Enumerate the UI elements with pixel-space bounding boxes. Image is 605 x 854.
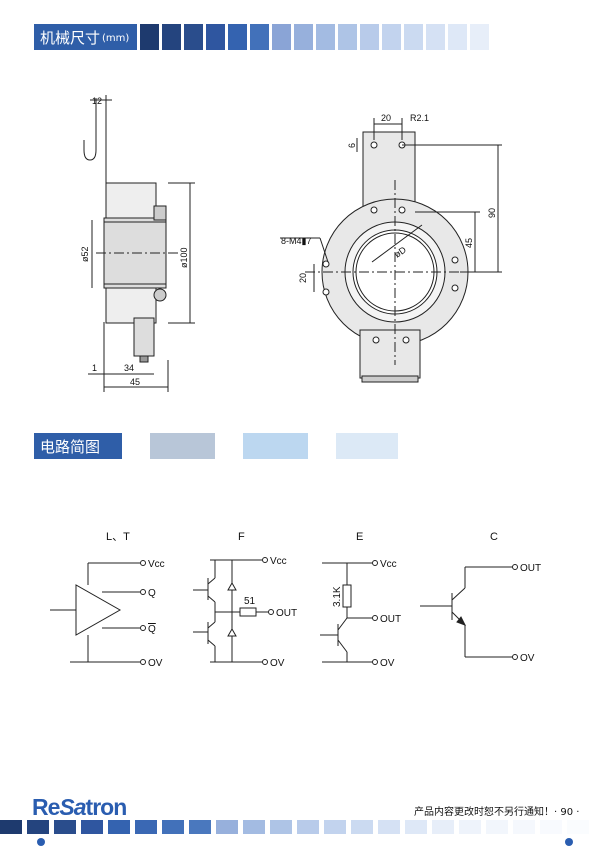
e-out-label: OUT [380, 614, 401, 625]
dim-34: 34 [124, 363, 134, 373]
footer-square [81, 820, 103, 834]
footer-square [432, 820, 454, 834]
footer-square [297, 820, 319, 834]
footer-square [135, 820, 157, 834]
header-square [228, 24, 248, 50]
header-square [470, 24, 490, 50]
circuit-lt [50, 560, 146, 665]
header-block-6 [336, 433, 398, 459]
footer-square [108, 820, 130, 834]
footer-square [540, 820, 562, 834]
e-ov-label: OV [380, 658, 395, 669]
header-square [316, 24, 336, 50]
c-ov-label: OV [520, 653, 535, 664]
lt-vcc-label: Vcc [148, 559, 165, 570]
f-vcc-label: Vcc [270, 556, 287, 567]
header-square [360, 24, 380, 50]
dim-front-20b: 20 [298, 273, 308, 283]
header-block-3 [215, 433, 243, 459]
footer-square [0, 820, 22, 834]
circuit-f-title: F [238, 531, 245, 543]
footer-square [513, 820, 535, 834]
footer-square [270, 820, 292, 834]
header-square [294, 24, 314, 50]
section-title-circuit: 电路简图 [34, 433, 122, 459]
f-ov-label: OV [270, 658, 285, 669]
header-square [272, 24, 292, 50]
footer-square [351, 820, 373, 834]
footer-square [324, 820, 346, 834]
section-title-text: 机械尺寸 [40, 28, 101, 47]
dim-front-20: 20 [381, 113, 391, 123]
header-block-1 [122, 433, 150, 459]
c-out-label: OUT [520, 563, 541, 574]
footer-square [405, 820, 427, 834]
section-title-mechanical: 机械尺寸 (mm) [34, 24, 138, 50]
header-block-4 [243, 433, 308, 459]
footer-square [216, 820, 238, 834]
footer-dot-left [37, 838, 45, 846]
f-out-label: OUT [276, 608, 297, 619]
dim-1: 1 [92, 363, 97, 373]
f-r-label: 51 [244, 596, 256, 607]
side-view [83, 95, 195, 392]
dim-12: 12 [92, 96, 102, 106]
front-view [280, 118, 502, 383]
header-square [140, 24, 160, 50]
header-block-5 [308, 433, 336, 459]
lt-qbar-label: Q [148, 624, 156, 635]
e-r-label: 3.1K [332, 586, 343, 607]
footer-square [567, 820, 589, 834]
footer-square [27, 820, 49, 834]
logo-re: Re [32, 794, 60, 820]
circuit-c-title: C [490, 531, 498, 543]
dim-45: 45 [130, 377, 140, 387]
dim-m4: 8-M4▮7 [281, 236, 311, 246]
footer-squares [0, 820, 605, 834]
header-square [426, 24, 446, 50]
header-square [162, 24, 182, 50]
header-square [448, 24, 468, 50]
dim-r21: R2.1 [410, 113, 429, 123]
section-unit-text: (mm) [102, 32, 130, 44]
section-title-text: 电路简图 [40, 437, 101, 456]
header-square [184, 24, 204, 50]
footer-square [243, 820, 265, 834]
dim-100: ø100 [179, 247, 189, 268]
dim-52: ø52 [80, 246, 90, 262]
circuit-e [320, 560, 378, 665]
header-block-2 [150, 433, 215, 459]
section-header-mechanical: 机械尺寸 (mm) [34, 24, 490, 50]
section-header-circuit: 电路简图 [34, 433, 398, 459]
footer-square [378, 820, 400, 834]
dim-6: 6 [347, 143, 357, 148]
footer-square [189, 820, 211, 834]
header-square [404, 24, 424, 50]
circuit-lt-title: L、T [106, 531, 130, 543]
header-square [382, 24, 402, 50]
mechanical-drawing: 12 ø52 ø100 1 34 45 20 R2.1 6 90 45 8-M4… [80, 95, 502, 392]
footer-square [54, 820, 76, 834]
footer-dot-right [565, 838, 573, 846]
header-squares [137, 24, 490, 50]
resatron-logo: ReSatron [32, 794, 128, 821]
dim-front-45: 45 [464, 238, 474, 248]
footer-square [459, 820, 481, 834]
lt-q-label: Q [148, 588, 156, 599]
logo-sa: Sa [59, 794, 86, 820]
circuit-e-title: E [356, 531, 363, 543]
footer-square [486, 820, 508, 834]
footer-square [162, 820, 184, 834]
lt-ov-label: OV [148, 658, 163, 669]
header-square [206, 24, 226, 50]
e-vcc-label: Vcc [380, 559, 397, 570]
circuit-c [420, 564, 518, 660]
header-square [250, 24, 270, 50]
logo-tron: tron [85, 794, 128, 820]
circuit-diagrams: L、T Vcc Q Q OV F Vcc 51 OUT OV E Vcc 3.1… [50, 531, 541, 669]
dim-90: 90 [487, 208, 497, 218]
header-square [338, 24, 358, 50]
footer-notice: 产品内容更改时恕不另行通知！· 90 · [414, 807, 580, 818]
circuit-f [193, 557, 274, 665]
